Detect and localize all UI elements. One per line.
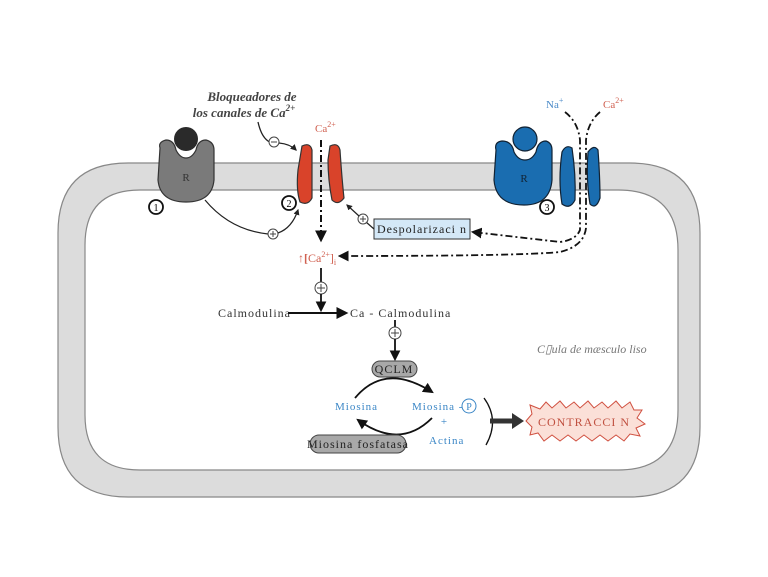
ca-entry-signal-arrow (337, 111, 601, 262)
svg-text:QCLM: QCLM (375, 362, 414, 376)
minus-sign-blocker (268, 136, 280, 148)
receptor-3-label: R (520, 173, 528, 185)
na-ca-channel (559, 146, 601, 207)
svg-text:1: 1 (154, 203, 159, 214)
myosin-label: Miosina (335, 401, 378, 413)
mlck-pill: QCLM (371, 360, 418, 378)
svg-text:3: 3 (545, 203, 550, 214)
r1-to-channel-arrow (277, 208, 300, 234)
svg-text:Miosina fosfatasa: Miosina fosfatasa (307, 437, 409, 451)
blockers-label-line1: Bloqueadores de (206, 89, 296, 104)
dephosphorylation-arrow (356, 417, 433, 436)
ca-channel-label: Ca2+ (315, 120, 336, 135)
cell-label: C▯ula de mæsculo liso (537, 342, 647, 356)
marker-1: 1 (148, 199, 164, 215)
cell-membrane (57, 162, 701, 498)
contraction-arrow-head (512, 413, 524, 429)
phosphate-badge: P (461, 398, 477, 414)
calmodulin-label: Calmodulina (218, 306, 291, 320)
plus-sign-r1 (267, 228, 279, 240)
contraction-burst: CONTRACCI N (525, 400, 646, 442)
plus-label: + (441, 416, 447, 428)
ligand-3 (512, 126, 538, 152)
calcium-channel (296, 144, 345, 204)
myosin-phosphatase-pill: Miosina fosfatasa (307, 434, 409, 454)
plus-sign-depol (357, 213, 369, 225)
marker-3: 3 (539, 199, 555, 215)
svg-text:Despolarizaci n: Despolarizaci n (377, 222, 467, 236)
plus-sign-cacalm (388, 326, 402, 340)
myosin-p-label: Miosina - (412, 401, 463, 413)
depolarization-box: Despolarizaci n (373, 218, 471, 240)
plus-sign-ca (314, 281, 328, 295)
na-label: Na+ (546, 96, 564, 111)
svg-text:CONTRACCI N: CONTRACCI N (538, 415, 630, 429)
blocker-arrow (278, 142, 297, 151)
ca-calmodulin-label: Ca - Calmodulina (350, 306, 451, 320)
r1-to-channel-line (204, 199, 269, 235)
svg-text:P: P (466, 402, 472, 413)
receptor-1: R (157, 127, 215, 203)
depol-to-channel-arrow (346, 204, 360, 217)
depol-line (365, 221, 375, 230)
ca-intracellular-label: ↑[Ca2+]i (298, 250, 337, 267)
ligand-1 (174, 127, 198, 151)
ca-right-label: Ca2+ (603, 96, 624, 111)
receptor-3: R (493, 126, 553, 206)
svg-text:2: 2 (287, 199, 292, 210)
depolarization-signal-arrow (470, 111, 581, 243)
marker-2: 2 (281, 195, 297, 211)
blockers-label-line2: los canales de Ca2+ (193, 103, 295, 120)
actin-label: Actina (429, 435, 464, 447)
phosphorylation-arrow (354, 377, 434, 399)
receptor-1-label: R (182, 172, 190, 184)
